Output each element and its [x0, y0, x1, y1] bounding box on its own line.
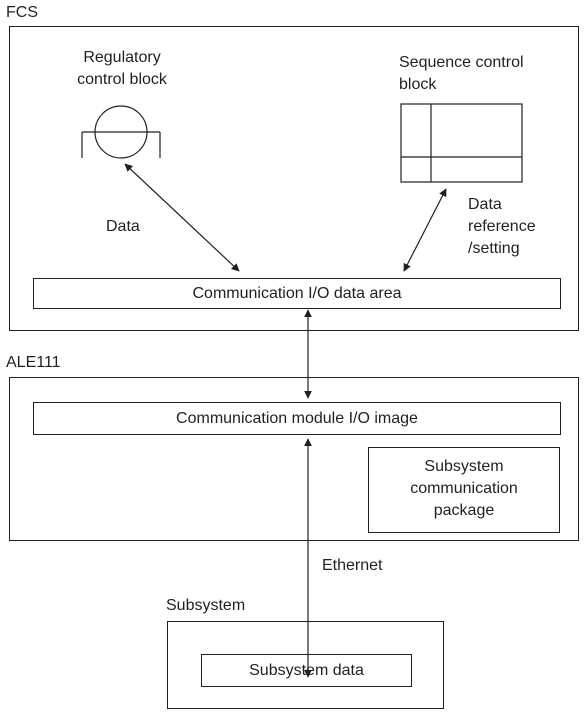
subsystem-frame — [167, 621, 444, 709]
fcs-frame — [9, 26, 579, 331]
ale111-frame — [9, 377, 579, 541]
comm-io-area-box: Communication I/O data area — [33, 278, 561, 309]
regulatory-block-label-line-1: Regulatory — [83, 49, 161, 66]
comm-module-image-label: Communication module I/O image — [176, 410, 418, 427]
subsystem-data-box: Subsystem data — [201, 654, 412, 687]
sequence-block-label: Sequence control block — [399, 52, 524, 96]
data-label: Data — [106, 218, 140, 235]
regulatory-block-label: Regulatory control block — [68, 47, 176, 91]
data-arrow — [124, 163, 240, 272]
regulatory-block-symbol — [81, 105, 161, 159]
data-reference-arrow — [403, 188, 447, 272]
subsystem-title: Subsystem — [166, 597, 246, 614]
data-reference-line-3: /setting — [468, 240, 520, 257]
regulatory-block-label-line-2: control block — [77, 71, 167, 88]
fcs-title: FCS — [6, 4, 38, 21]
ethernet-label: Ethernet — [322, 557, 383, 574]
sequence-block-label-line-2: block — [399, 76, 437, 93]
subsystem-package-line-3: package — [433, 502, 495, 519]
data-reference-line-2: reference — [468, 218, 536, 235]
data-reference-label: Data reference /setting — [468, 194, 536, 260]
comm-module-image-box: Communication module I/O image — [33, 402, 561, 435]
subsystem-data-label: Subsystem data — [249, 662, 364, 679]
sequence-block-frame — [400, 103, 523, 183]
subsystem-package-box: Subsystem communication package — [368, 447, 560, 533]
subsystem-package-line-1: Subsystem — [424, 458, 504, 475]
sequence-block-symbol — [400, 103, 523, 183]
subsystem-package-line-2: communication — [410, 480, 518, 497]
subsystem-package-label: Subsystem communication package — [369, 456, 559, 522]
sequence-block-label-line-1: Sequence control — [399, 54, 524, 71]
comm-io-area-label: Communication I/O data area — [192, 285, 402, 302]
ale111-title: ALE111 — [6, 354, 61, 371]
data-reference-line-1: Data — [468, 196, 502, 213]
